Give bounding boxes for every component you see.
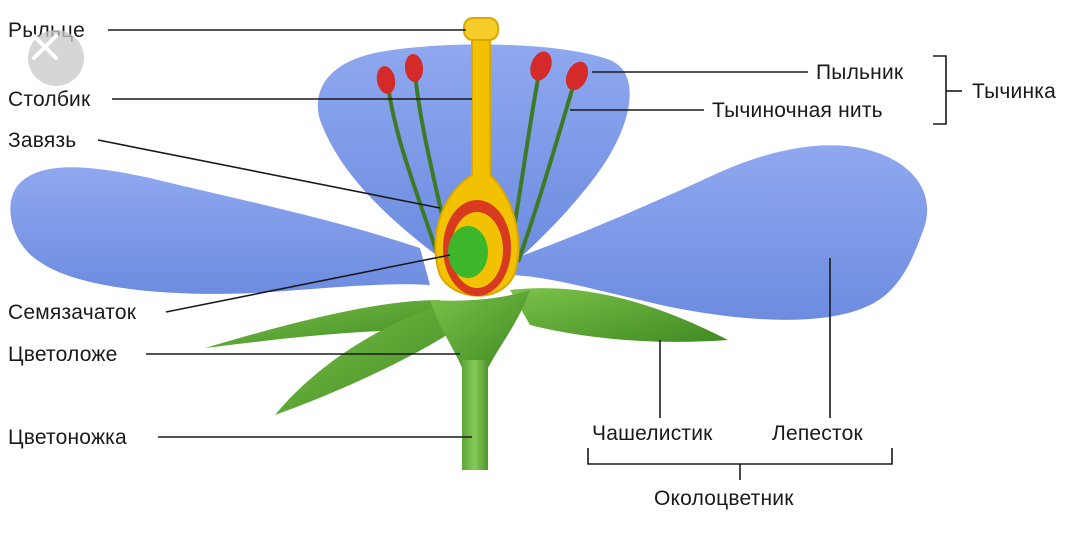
leader-lines (97, 29, 962, 480)
label-ovary: Завязь (8, 129, 77, 152)
label-anther: Пыльник (816, 61, 904, 84)
label-stamen: Тычинка (972, 80, 1056, 103)
label-style: Столбик (8, 88, 91, 111)
petals (10, 44, 928, 320)
sepal-left-back (205, 300, 440, 348)
label-filament: Тычиночная нить (712, 99, 883, 122)
close-button[interactable] (28, 30, 84, 86)
sepal-left (275, 302, 455, 415)
close-icon (32, 34, 58, 60)
petal-left (10, 167, 431, 294)
sepal-right (510, 288, 728, 342)
label-pedicel: Цветоножка (8, 426, 127, 449)
label-receptacle: Цветоложе (8, 343, 118, 366)
label-perianth: Околоцветник (654, 487, 794, 510)
petal-right (505, 145, 928, 320)
pedicel (462, 360, 488, 470)
sepals (205, 288, 728, 415)
label-sepal: Чашелистик (592, 422, 713, 445)
label-petal: Лепесток (772, 422, 863, 445)
receptacle (430, 290, 530, 368)
label-ovule: Семязачаток (8, 301, 137, 324)
pistil (434, 17, 520, 297)
